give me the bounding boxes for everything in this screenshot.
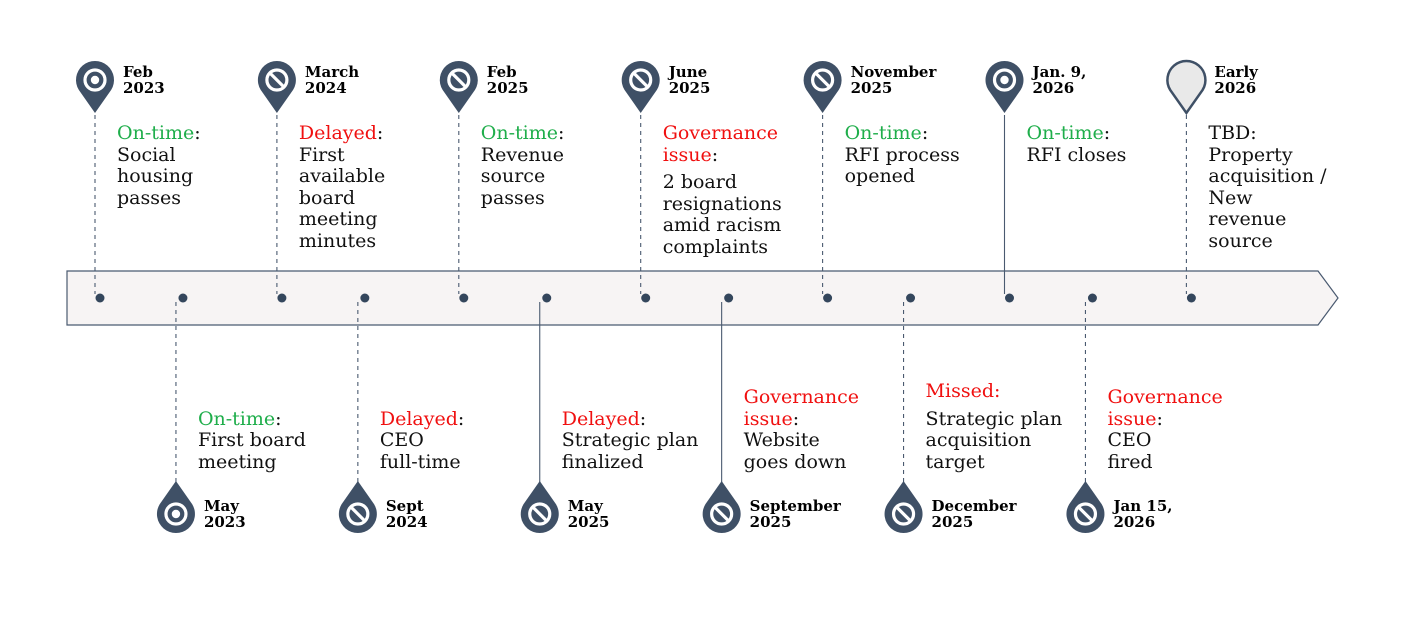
milestone-status: On-time <box>197 407 276 430</box>
milestone-text: Website goes down <box>743 429 847 473</box>
timeline-arrow-bar <box>66 270 1339 326</box>
status-colon: : <box>376 122 384 144</box>
milestone-text: First available board meeting minutes <box>298 143 386 252</box>
timeline-dot <box>906 293 916 303</box>
no-entry-pin-icon <box>338 481 377 533</box>
milestone-status: On-time <box>1026 122 1104 144</box>
milestone-date: Feb 2023 <box>123 63 165 97</box>
milestone-status: On-time <box>844 122 922 144</box>
timeline-dot <box>641 293 651 303</box>
milestone-description: Delayed:CEO full-time <box>379 407 465 474</box>
milestone-status: Delayed <box>561 407 640 430</box>
milestone-description: Governance issue:CEO fired <box>1107 386 1223 473</box>
milestone-status: Delayed <box>379 407 458 430</box>
milestone-text: Social housing passes <box>117 143 194 209</box>
status-colon: : <box>1250 122 1257 144</box>
milestone-text: Property acquisition / New revenue sourc… <box>1208 143 1327 252</box>
no-entry-pin-icon <box>520 481 559 533</box>
milestone-text: Strategic plan acquisition target <box>925 407 1063 473</box>
target-pin-icon <box>75 61 115 113</box>
milestone-status: TBD <box>1208 122 1251 144</box>
timeline-dot <box>1005 293 1014 303</box>
no-entry-pin-icon <box>621 61 660 113</box>
status-colon: : <box>1103 122 1111 144</box>
milestone-status: Governance issue <box>1107 386 1223 430</box>
milestone-description: Missed: Strategic plan acquisition target <box>925 380 1063 473</box>
timeline-dot <box>459 293 469 303</box>
milestone-date: Jan 15, 2026 <box>1113 497 1173 531</box>
milestone-description: Delayed:First available board meeting mi… <box>298 122 386 252</box>
milestone-text: First board meeting <box>197 429 306 473</box>
timeline-dot <box>277 293 287 303</box>
status-colon: : <box>194 122 201 144</box>
no-entry-pin-icon <box>439 61 478 113</box>
status-colon: : <box>639 407 647 430</box>
milestone-text: Strategic plan finalized <box>561 429 699 473</box>
timeline-dot <box>1087 293 1097 303</box>
milestone-text: Revenue source passes <box>480 143 565 209</box>
timeline-dot <box>360 293 370 303</box>
milestone-text: RFI closes <box>1026 143 1127 166</box>
milestone-status: Delayed <box>298 122 377 144</box>
milestone-date: November 2025 <box>850 63 937 97</box>
timeline-dot <box>1186 293 1196 303</box>
milestone-status: Governance issue <box>743 386 860 430</box>
status-colon: : <box>275 407 282 430</box>
status-colon: : <box>558 122 565 144</box>
empty-pin-icon <box>1166 59 1207 116</box>
milestone-description: Governance issue: 2 board resignations am… <box>662 122 782 258</box>
status-colon: : <box>457 407 465 430</box>
status-colon: : <box>1156 407 1163 430</box>
milestone-date: May 2023 <box>203 497 246 531</box>
milestone-description: TBD:Property acquisition / New revenue s… <box>1208 122 1327 252</box>
status-colon: : <box>921 122 929 144</box>
timeline-dot <box>95 293 105 303</box>
timeline-dot <box>724 293 734 303</box>
target-pin-icon <box>985 60 1024 113</box>
no-entry-pin-icon <box>257 61 296 113</box>
milestone-date: Jan. 9, 2026 <box>1032 63 1087 97</box>
milestone-description: On-time:Social housing passes <box>117 122 201 209</box>
no-entry-pin-icon <box>702 481 741 533</box>
target-pin-icon <box>156 481 195 533</box>
milestone-description: On-time:RFI closes <box>1026 122 1127 166</box>
milestone-status: Missed: <box>925 380 1001 402</box>
milestone-status: Governance issue <box>662 122 779 166</box>
milestone-text: CEO full-time <box>379 429 461 473</box>
no-entry-pin-icon <box>884 481 923 533</box>
status-colon: : <box>711 143 719 166</box>
milestone-date: June 2025 <box>668 63 711 97</box>
milestone-text: 2 board resignations amid racism complai… <box>662 171 782 258</box>
milestone-date: September 2025 <box>749 497 841 531</box>
milestone-status: On-time <box>117 122 195 144</box>
milestone-description: On-time:Revenue source passes <box>480 122 565 209</box>
milestone-description: On-time:RFI process opened <box>844 122 960 188</box>
milestone-description: Delayed:Strategic plan finalized <box>561 407 699 474</box>
no-entry-pin-icon <box>803 61 842 113</box>
milestone-description: Governance issue:Website goes down <box>743 386 860 473</box>
milestone-text: CEO fired <box>1107 429 1153 473</box>
status-colon: : <box>792 407 800 430</box>
no-entry-pin-icon <box>1066 481 1105 533</box>
milestone-date: December 2025 <box>931 497 1017 531</box>
milestone-date: March 2024 <box>304 63 360 97</box>
milestone-date: Early 2026 <box>1214 63 1258 97</box>
milestone-text: RFI process opened <box>844 143 960 187</box>
milestone-date: Feb 2025 <box>486 63 529 97</box>
milestone-description: On-time:First board meeting <box>197 407 306 474</box>
timeline-dot <box>178 293 188 303</box>
timeline-dot <box>542 293 552 303</box>
timeline-dot <box>823 293 833 303</box>
milestone-date: May 2025 <box>567 497 610 531</box>
milestone-date: Sept 2024 <box>385 497 428 531</box>
milestone-status: On-time <box>480 122 559 144</box>
